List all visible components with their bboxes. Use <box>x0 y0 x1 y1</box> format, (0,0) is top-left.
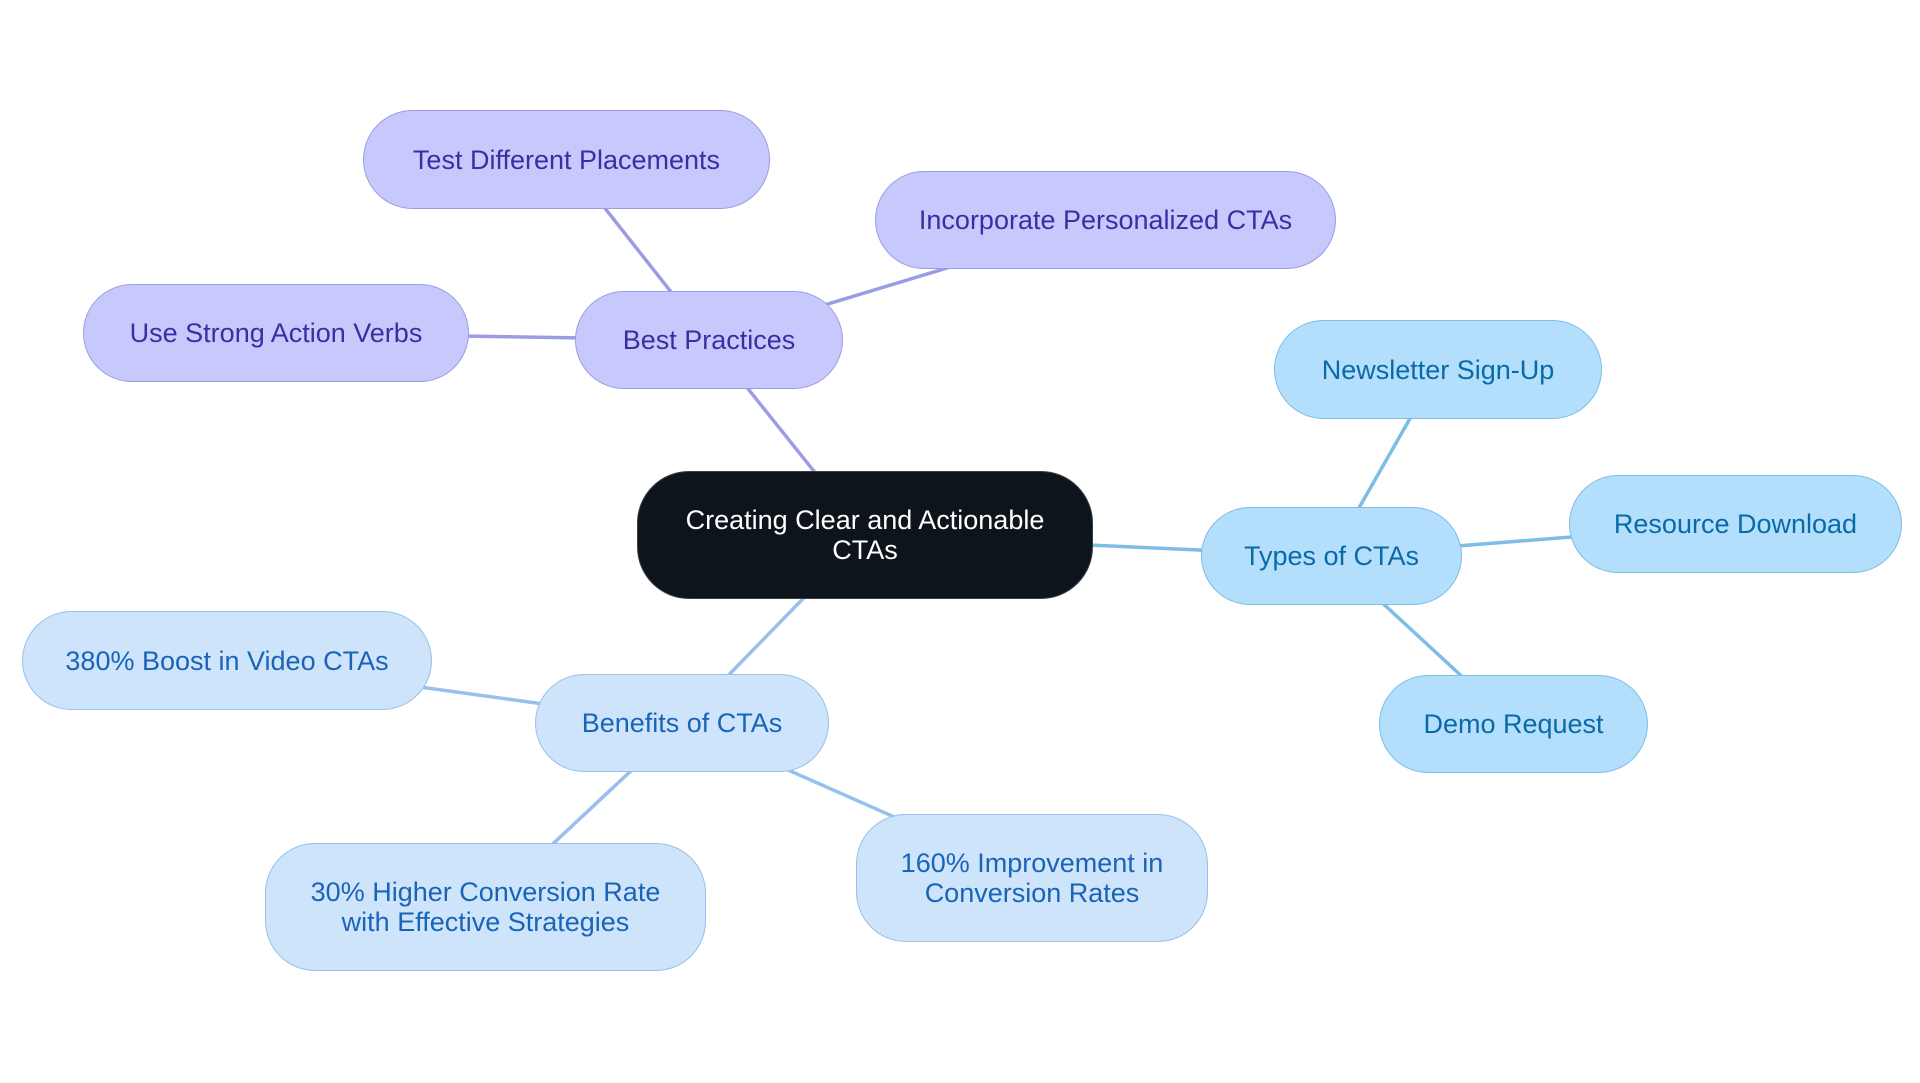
branch-node-benefits-of-ctas[interactable]: Benefits of CTAs <box>535 674 829 772</box>
leaf-node-380-boost-video-ctas[interactable]: 380% Boost in Video CTAs <box>22 611 432 710</box>
leaf-node-160-improvement-conversion[interactable]: 160% Improvement in Conversion Rates <box>856 814 1208 942</box>
root-node[interactable]: Creating Clear and Actionable CTAs <box>637 471 1093 599</box>
branch-node-best-practices[interactable]: Best Practices <box>575 291 843 389</box>
leaf-node-resource-download[interactable]: Resource Download <box>1569 475 1902 573</box>
leaf-node-demo-request[interactable]: Demo Request <box>1379 675 1648 773</box>
leaf-node-incorporate-personalized-ctas[interactable]: Incorporate Personalized CTAs <box>875 171 1336 269</box>
leaf-node-use-strong-action-verbs[interactable]: Use Strong Action Verbs <box>83 284 469 382</box>
leaf-node-newsletter-sign-up[interactable]: Newsletter Sign-Up <box>1274 320 1602 419</box>
branch-node-types-of-ctas[interactable]: Types of CTAs <box>1201 507 1462 605</box>
leaf-node-30-higher-conversion-rate[interactable]: 30% Higher Conversion Rate with Effectiv… <box>265 843 706 971</box>
leaf-node-test-different-placements[interactable]: Test Different Placements <box>363 110 770 209</box>
